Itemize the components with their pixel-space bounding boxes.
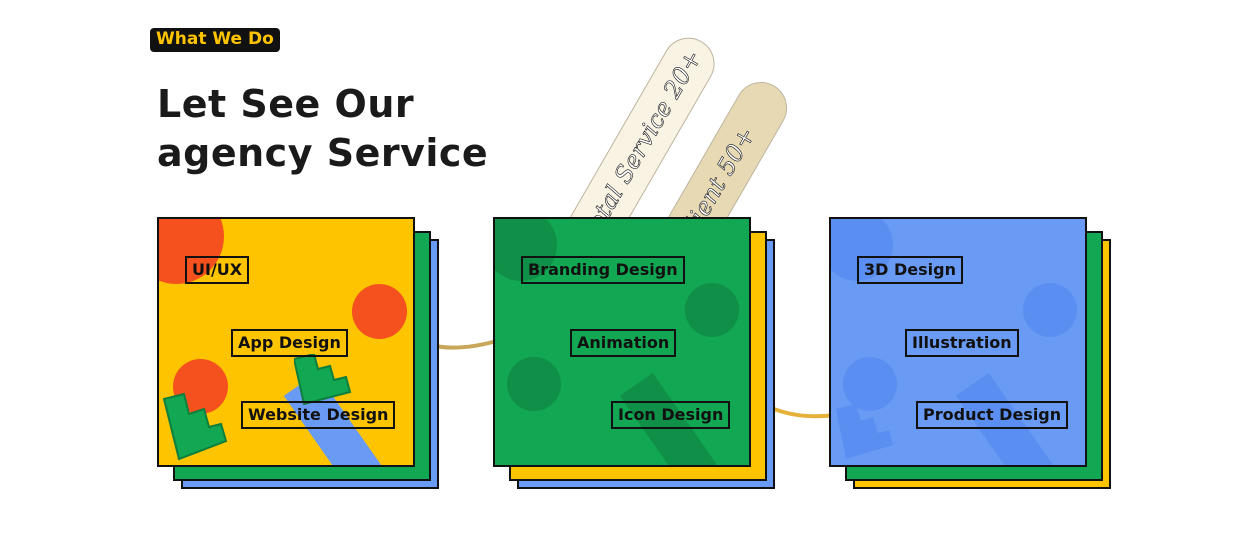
service-card-1: UI/UX App Design Website Design: [157, 217, 439, 492]
service-tag-illustration[interactable]: Illustration: [905, 329, 1019, 357]
service-tag-branding-design[interactable]: Branding Design: [521, 256, 685, 284]
decor-circle: [1023, 283, 1077, 337]
section-heading: Let See Our agency Service: [157, 80, 488, 178]
connector-2-3: [764, 403, 836, 419]
service-tag-3d-design[interactable]: 3D Design: [857, 256, 963, 284]
service-tag-website-design[interactable]: Website Design: [241, 401, 396, 429]
decor-steps: [294, 354, 352, 406]
service-tag-app-design[interactable]: App Design: [231, 329, 348, 357]
decor-steps: [162, 392, 228, 461]
card-front[interactable]: [829, 217, 1087, 467]
service-tag-ui-ux[interactable]: UI/UX: [185, 256, 250, 284]
card-front[interactable]: [157, 217, 415, 467]
service-tag-product-design[interactable]: Product Design: [916, 401, 1069, 429]
card-front[interactable]: [493, 217, 751, 467]
service-card-2: Branding Design Animation Icon Design: [493, 217, 775, 492]
decor-circle: [352, 284, 407, 339]
decor-steps: [836, 404, 893, 459]
service-tag-animation[interactable]: Animation: [570, 329, 677, 357]
heading-line-1: Let See Our: [157, 82, 415, 126]
decor-circle: [507, 357, 561, 411]
section-eyebrow: What We Do: [150, 28, 280, 52]
service-tag-icon-design[interactable]: Icon Design: [611, 401, 731, 429]
decor-circle: [685, 283, 739, 337]
connector-1-2: [429, 338, 501, 350]
service-card-3: 3D Design Illustration Product Design: [829, 217, 1111, 492]
heading-line-2: agency Service: [157, 131, 489, 175]
decor-circle: [843, 357, 897, 411]
